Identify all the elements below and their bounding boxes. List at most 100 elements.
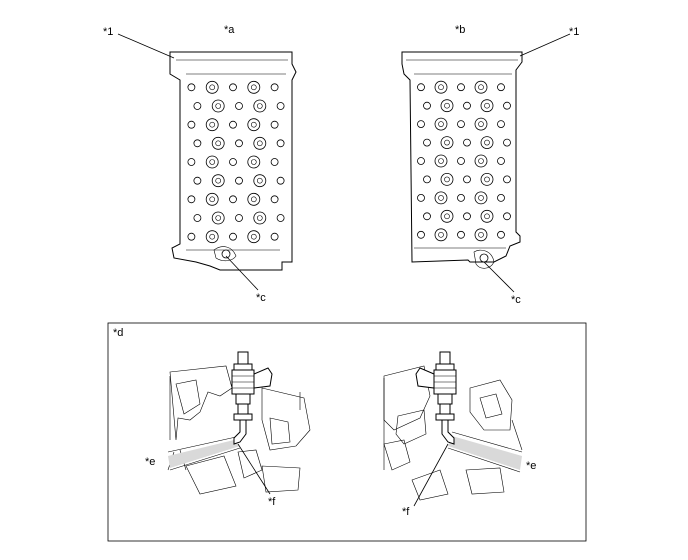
label-d: *d [113,327,124,339]
label-b: *b [455,24,466,36]
head-hole-inner [256,177,263,184]
head-hole [253,99,267,113]
head-hole [417,120,425,128]
head-hole-inner [251,196,257,203]
head-hole [229,158,237,166]
head-hole [480,172,494,186]
label-e-left: *e [145,456,156,468]
leader-f-left [237,443,271,495]
head-hole [229,232,237,241]
head-hole [187,232,196,241]
head-hole [423,175,431,184]
head-hole [440,209,454,223]
head-hole-inner [256,140,263,147]
head-hole [205,80,219,94]
head-hole-inner [209,121,215,128]
head-hole [440,172,454,186]
head-hole [235,214,243,222]
head-hole-inner [438,84,444,90]
head-hole [417,230,425,239]
head-hole [480,209,494,223]
head-hole [497,157,505,165]
head-hole [457,157,465,165]
head-hole [270,158,279,166]
head-hole-inner [484,139,490,146]
head-hole [187,120,196,129]
head-hole-inner [438,195,444,201]
head-hole-inner [251,84,257,91]
head-hole-inner [215,177,221,184]
head-hole-inner [256,103,263,109]
leader-1-left [117,33,175,59]
head-hole [463,175,471,184]
head-hole [205,192,219,206]
head-hole [503,175,511,184]
head-hole [211,174,225,188]
head-hole [193,176,202,185]
head-hole-inner [256,215,263,221]
head-hole-inner [251,159,257,165]
head-hole [229,120,237,129]
head-hole [503,212,511,221]
head-hole-inner [209,196,215,203]
head-hole [235,102,243,110]
head-hole-inner [251,233,257,240]
head-hole [187,158,196,166]
head-hole [193,102,202,110]
head-hole-inner [478,84,484,90]
leader-f-right [413,443,449,507]
head-hole-inner [478,121,484,127]
detail-left-sketch [167,365,311,495]
head-hole [463,212,471,221]
label-c-right: *c [511,294,521,306]
head-hole [235,176,243,185]
head-hole [247,155,261,169]
head-hole-inner [209,233,215,240]
head-hole [276,214,285,222]
head-hole-inner [209,84,215,91]
head-hole [187,195,196,204]
head-hole-inner [444,176,450,183]
head-hole [497,230,505,239]
head-hole-inner [215,140,221,147]
head-hole [457,120,465,128]
detail-frame [107,322,587,542]
head-hole [247,230,261,244]
label-1-right: *1 [569,26,580,38]
label-a: *a [224,24,235,36]
head-hole-inner [438,232,444,238]
head-hole-inner [215,215,221,221]
head-hole [434,191,448,205]
head-hole [205,230,219,244]
head-hole-inner [215,103,221,109]
head-hole [434,154,448,168]
head-hole [247,192,261,206]
head-hole [434,228,448,242]
head-hole [253,211,267,225]
head-hole [497,193,505,202]
head-hole [503,101,511,110]
head-hole [474,228,488,242]
head-hole [480,99,494,113]
head-hole-inner [484,102,490,109]
head-hole-inner [209,159,215,165]
head-hole [474,80,488,94]
head-hole [193,139,202,148]
head-hole [211,136,225,150]
head-hole [276,176,285,185]
head-hole-inner [444,102,450,109]
head-hole [497,83,505,92]
cylinder-head-left [117,33,297,291]
head-hole [270,195,279,204]
head-hole [270,120,279,129]
head-hole [434,80,448,94]
head-hole [417,157,425,165]
label-f-right: *f [402,506,410,518]
detail-right-sketch [383,365,523,501]
head-hole [457,193,465,202]
head-hole-inner [444,139,450,146]
head-hole [205,155,219,169]
label-e-right: *e [526,460,537,472]
head-hole-inner [484,176,490,183]
